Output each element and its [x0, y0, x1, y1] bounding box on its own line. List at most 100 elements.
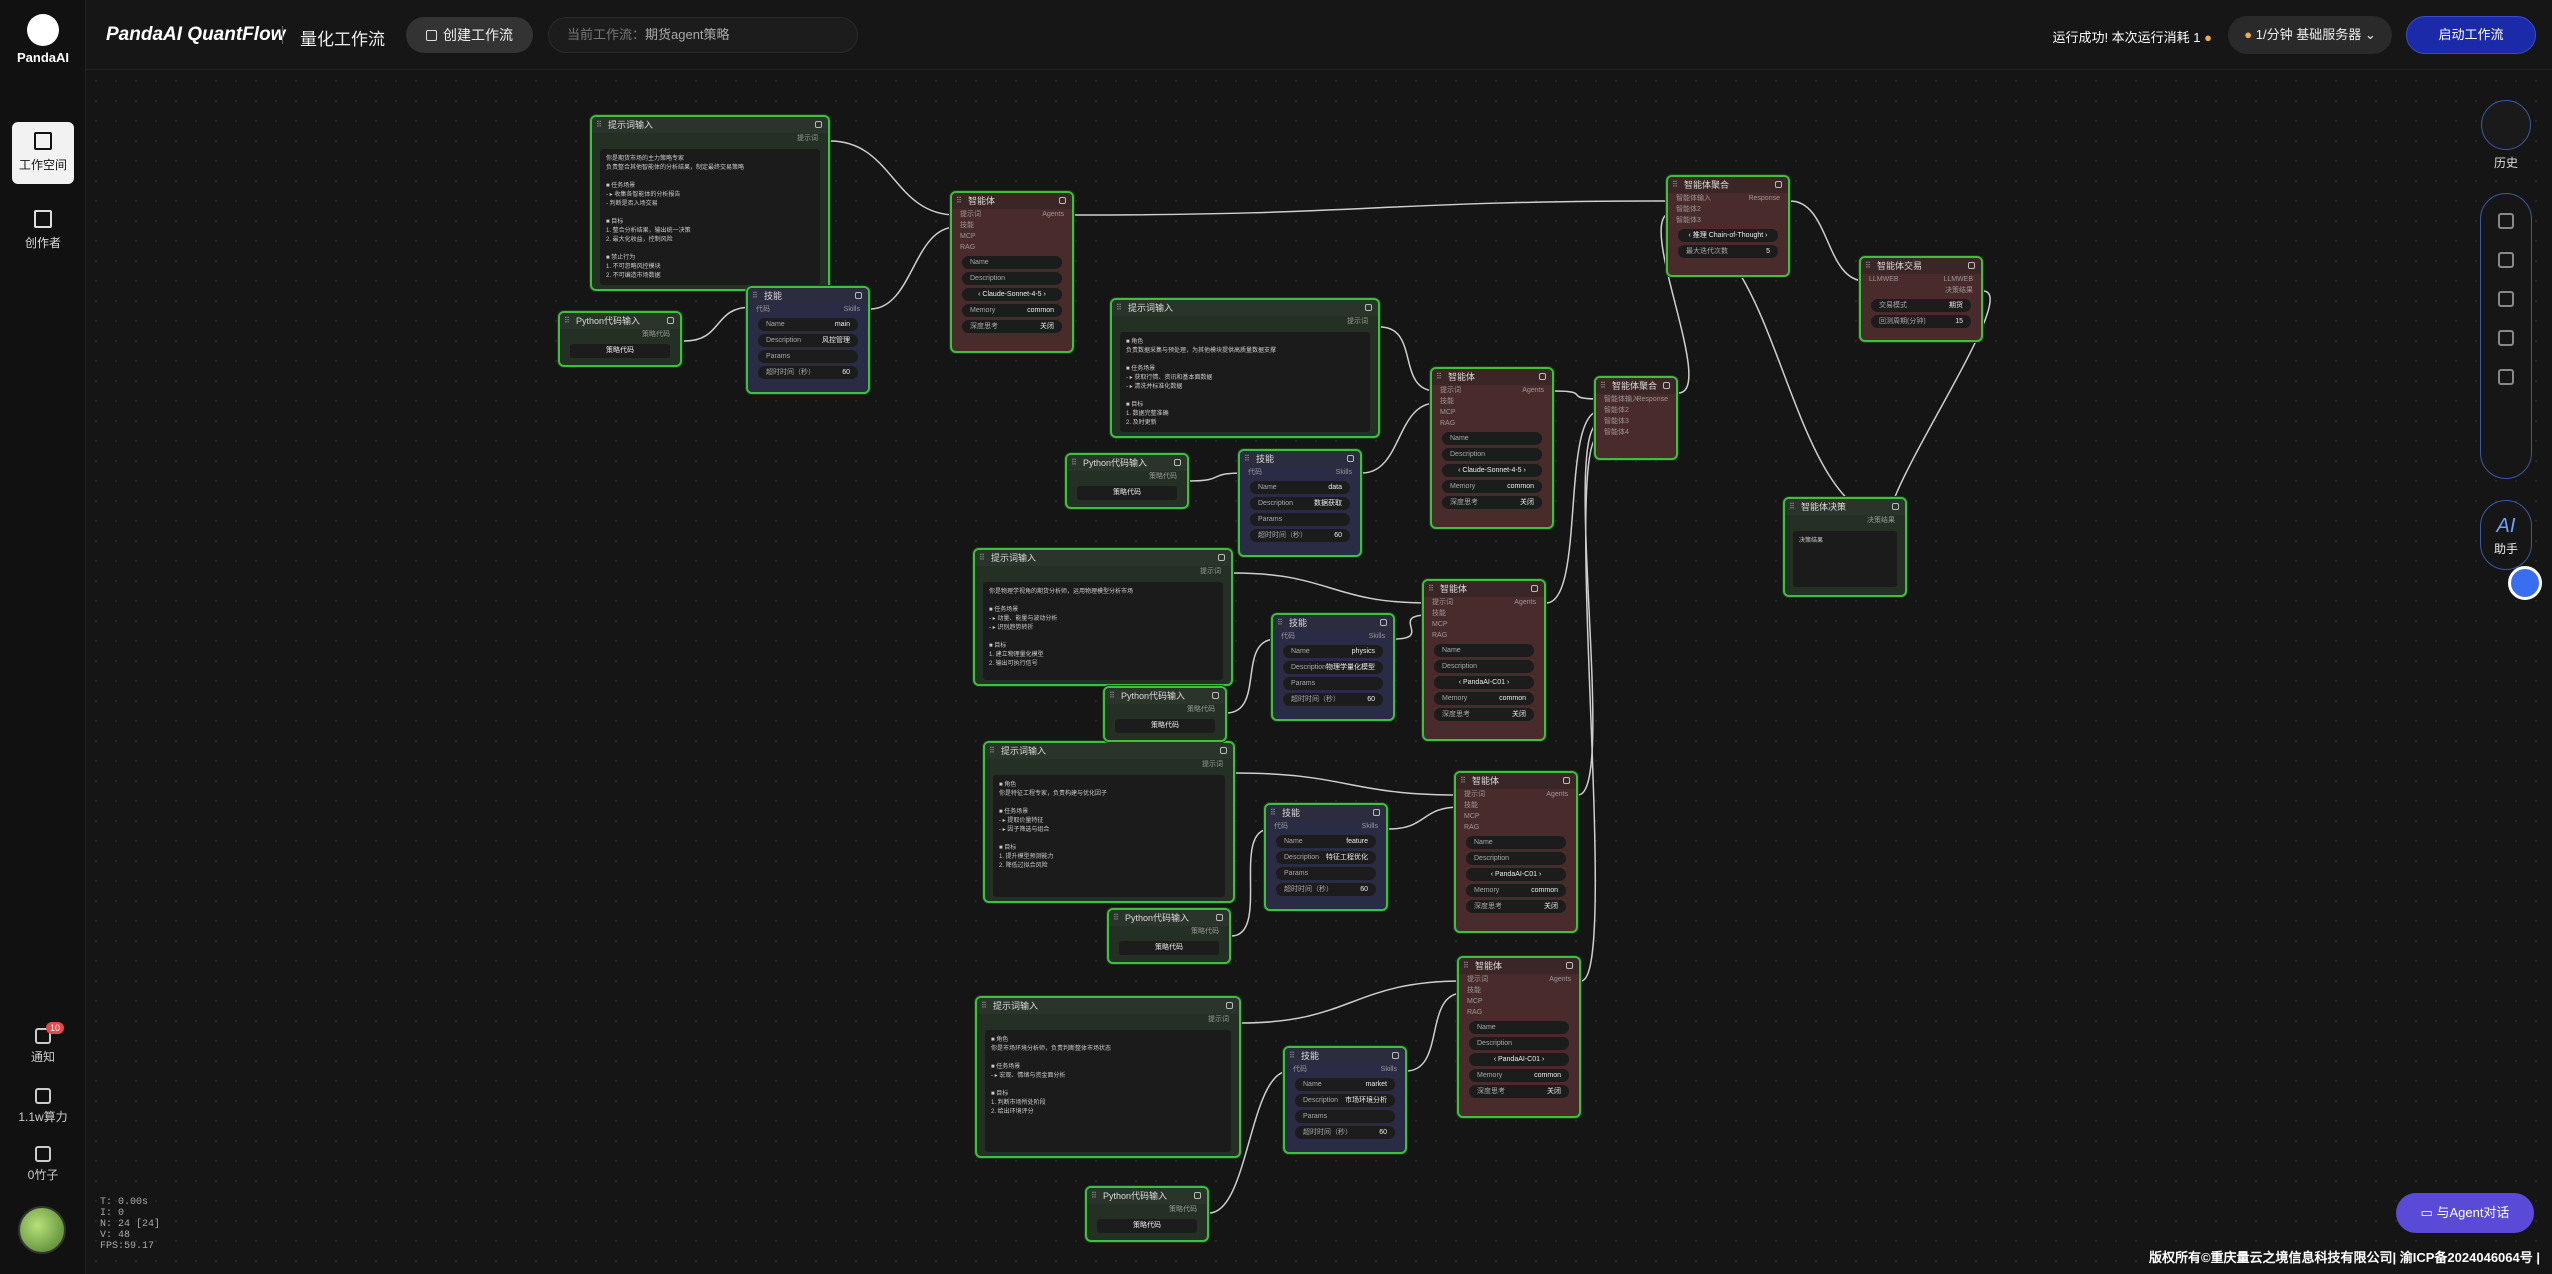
port-row[interactable]: 技能 [960, 222, 974, 229]
collapse-icon[interactable] [1392, 1052, 1399, 1059]
collapse-icon[interactable] [1347, 455, 1354, 462]
skill-node[interactable]: 技能代码SkillsNamedataDescription数据获取Params超… [1238, 449, 1362, 557]
logo[interactable]: PandaAI [0, 14, 86, 65]
workflow-edge[interactable] [1187, 472, 1245, 482]
node-field[interactable]: 深度思考关闭 [1466, 900, 1566, 913]
port-row[interactable]: RAG [1432, 632, 1448, 639]
output-port[interactable]: 策略代码 [1169, 1206, 1197, 1213]
port-row[interactable]: RAG [1467, 1009, 1483, 1016]
workflow-edge[interactable] [1580, 434, 1601, 982]
collapse-icon[interactable] [1174, 459, 1181, 466]
collapse-icon[interactable] [1226, 1002, 1233, 1009]
node-field[interactable]: Params [1295, 1110, 1395, 1123]
sidebar-item-creator[interactable]: 创作者 [12, 200, 74, 262]
node-field[interactable]: 深度思考关闭 [962, 320, 1062, 333]
collapse-icon[interactable] [1968, 262, 1975, 269]
workflow-edge[interactable] [1405, 992, 1464, 1072]
edit-code-button[interactable]: 策略代码 [570, 344, 670, 358]
workflow-edge[interactable] [1234, 772, 1461, 796]
node-field[interactable]: 超时时间（秒）60 [1250, 529, 1350, 542]
port-row[interactable]: MCP [1440, 409, 1456, 416]
output-port[interactable]: 提示词 [1347, 318, 1368, 325]
refresh-icon[interactable] [2498, 369, 2514, 385]
node-field[interactable]: 回测周期(分钟)15 [1871, 315, 1971, 328]
collapse-icon[interactable] [1059, 197, 1066, 204]
current-workflow-field[interactable]: 当前工作流：期货agent策略 [548, 17, 858, 53]
node-field[interactable]: Name [962, 256, 1062, 269]
node-field[interactable]: Name [1434, 644, 1534, 657]
port-row[interactable]: MCP [1467, 998, 1483, 1005]
skill-node[interactable]: 技能代码SkillsNamephysicsDescription物理学量化模型P… [1271, 613, 1395, 721]
collapse-icon[interactable] [1220, 747, 1227, 754]
node-field[interactable]: Name [1466, 836, 1566, 849]
collapse-icon[interactable] [1892, 503, 1899, 510]
collapse-icon[interactable] [1539, 373, 1546, 380]
node-field[interactable]: Name [1469, 1021, 1569, 1034]
sidebar-item-workspace[interactable]: 工作空间 [12, 122, 74, 184]
node-field[interactable]: 深度思考关闭 [1442, 496, 1542, 509]
collapse-icon[interactable] [1194, 1192, 1201, 1199]
skill-node[interactable]: 技能代码SkillsNamemarketDescription市场环境分析Par… [1283, 1046, 1407, 1154]
prompt-textarea[interactable]: 你是期货市场的主力策略专家 负责整合其他智能体的分析结果，制定最终交易策略 ■ … [600, 149, 820, 285]
node-field[interactable]: Params [1283, 677, 1383, 690]
port-row[interactable]: 智能体3 [1676, 217, 1701, 224]
workflow-edge[interactable] [1232, 572, 1429, 604]
node-field[interactable]: Name [1442, 432, 1542, 445]
port-row[interactable]: RAG [960, 244, 976, 251]
prompt-textarea[interactable]: ■ 角色 你是特征工程专家，负责构建与优化因子 ■ 任务场景 - ▸ 提取价量特… [993, 775, 1225, 897]
node-field[interactable]: Description [1442, 448, 1542, 461]
edit-code-button[interactable]: 策略代码 [1119, 941, 1219, 955]
node-field[interactable]: ‹ 推理 Chain-of-Thought › [1678, 229, 1778, 242]
node-field[interactable]: Description [1469, 1037, 1569, 1050]
output-port[interactable]: 提示词 [1202, 761, 1223, 768]
history-tool[interactable]: 历史 [2480, 100, 2532, 171]
port-row[interactable]: MCP [960, 233, 976, 240]
collapse-icon[interactable] [815, 121, 822, 128]
collapse-icon[interactable] [1373, 809, 1380, 816]
output-port[interactable]: 决策结果 [1867, 517, 1895, 524]
port-row[interactable]: 技能 [1467, 987, 1481, 994]
node-field[interactable]: Description [1434, 660, 1534, 673]
node-field[interactable]: 交易模式期货 [1871, 299, 1971, 312]
output-port[interactable]: 策略代码 [1187, 706, 1215, 713]
collapse-icon[interactable] [667, 317, 674, 324]
collapse-icon[interactable] [1663, 382, 1670, 389]
node-field[interactable]: 深度思考关闭 [1434, 708, 1534, 721]
node-field[interactable]: ‹ PandaAI-C01 › [1469, 1053, 1569, 1066]
workflow-edge[interactable] [1379, 326, 1437, 392]
sidebar-item-bamboo[interactable]: 0竹子 [0, 1146, 86, 1183]
node-field[interactable]: ‹ PandaAI-C01 › [1434, 676, 1534, 689]
prompt-textarea[interactable]: ■ 角色 你是市场环境分析师，负责判断整体市场状态 ■ 任务场景 - ▸ 宏观、… [985, 1030, 1231, 1152]
edit-code-button[interactable]: 策略代码 [1077, 486, 1177, 500]
collapse-icon[interactable] [1380, 619, 1387, 626]
workflow-edge[interactable] [1230, 828, 1271, 937]
node-field[interactable]: 深度思考关闭 [1469, 1085, 1569, 1098]
